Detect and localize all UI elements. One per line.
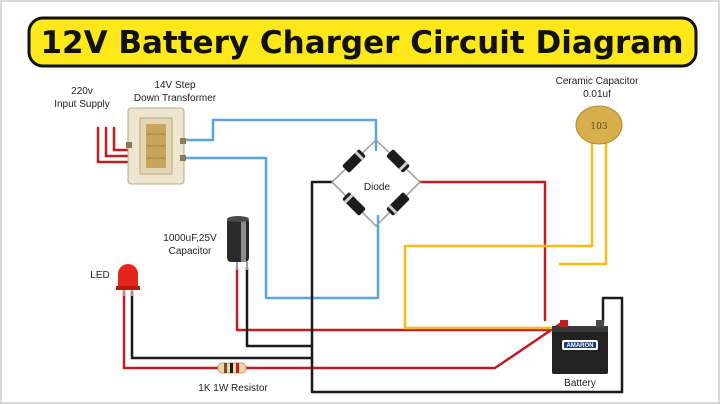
wire-ac-top: [184, 118, 378, 152]
wires: [96, 118, 624, 394]
wire-dc-negative: [310, 180, 624, 394]
resistor-label: 1K 1W Resistor: [198, 383, 268, 394]
battery-brand-label: AMARON: [567, 343, 594, 349]
wire-led-negative: [130, 290, 314, 360]
wire-dc-positive: [418, 180, 547, 322]
wire-input-2: [104, 126, 134, 158]
transformer-label-line1: 14V Step: [154, 80, 196, 91]
wire-input-3: [112, 126, 134, 152]
ceramic-capacitor-label-line1: Ceramic Capacitor: [556, 76, 639, 87]
transformer-label-line2: Down Transformer: [134, 93, 217, 104]
wire-input-1: [96, 126, 134, 164]
wire-cap-negative: [245, 266, 314, 348]
wire-ceramic-2: [558, 138, 608, 266]
led-icon: [116, 264, 140, 296]
wire-ceramic-1: [403, 138, 594, 330]
ceramic-capacitor-icon: [575, 105, 623, 145]
input-supply-label-line1: 220v: [71, 86, 93, 97]
resistor-icon: [217, 362, 247, 374]
page-title: 12V Battery Charger Circuit Diagram: [40, 25, 683, 61]
wire-cap-positive: [235, 266, 562, 332]
title-banner: [27, 16, 698, 68]
transformer-icon: [126, 107, 186, 185]
ceramic-code-label: 103: [590, 122, 607, 132]
wire-ac-bottom: [184, 156, 380, 300]
electrolytic-capacitor-icon: [227, 216, 249, 270]
ceramic-capacitor-label-line2: 0.01uf: [583, 89, 611, 100]
electrolytic-capacitor-label-line2: Capacitor: [169, 246, 212, 257]
electrolytic-capacitor-label-line1: 1000uF,25V: [163, 233, 217, 244]
diode-label: Diode: [364, 182, 391, 193]
bridge-rectifier-icon: [330, 138, 422, 228]
battery-icon: [552, 320, 608, 374]
wire-led-resistor: [122, 290, 562, 370]
input-supply-label-line2: Input Supply: [54, 99, 110, 110]
battery-label: Battery: [564, 378, 596, 389]
led-label: LED: [90, 270, 109, 281]
